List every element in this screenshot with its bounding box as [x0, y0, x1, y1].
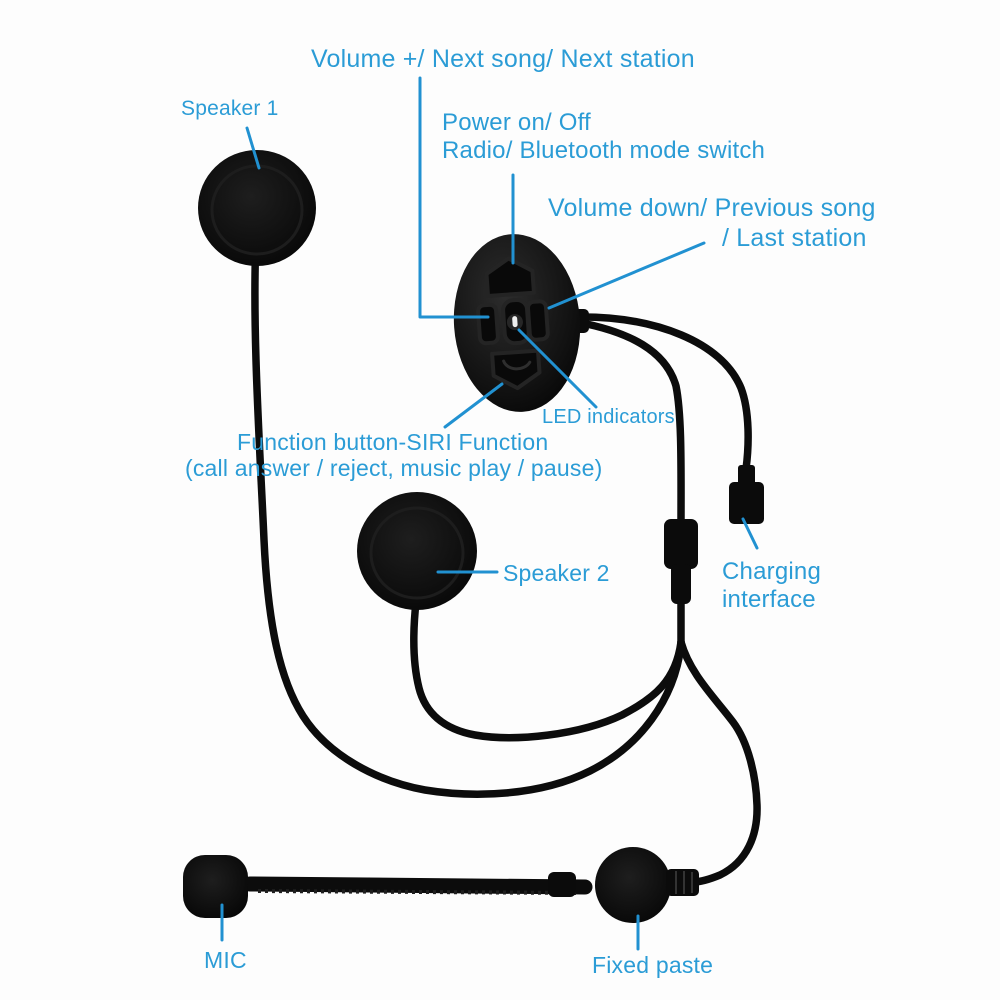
speaker-1-shape [198, 150, 316, 266]
charging-plug-neck [738, 465, 755, 485]
label-power: Power on/ Off Radio/ Bluetooth mode swit… [442, 109, 765, 165]
label-power-line1: Power on/ Off [442, 109, 591, 136]
boom-connector-ribs [675, 871, 693, 894]
control-unit [453, 234, 581, 412]
cable-to-boom [677, 638, 761, 886]
cable-to-speaker1 [251, 234, 685, 798]
charging-plug [729, 465, 764, 524]
boom-arm [242, 876, 593, 895]
cable-ferrule-stem [671, 564, 691, 604]
label-fixed-paste: Fixed paste [592, 952, 714, 978]
label-mic: MIC [204, 947, 247, 973]
label-led-indicators: LED indicators [542, 406, 675, 428]
charging-plug-body [729, 482, 764, 524]
speaker1-leader [245, 126, 261, 170]
cable-to-speaker2 [409, 598, 685, 742]
dpad-right-button [525, 299, 550, 342]
speaker-2-shape [357, 492, 477, 610]
boom-connector-nub [666, 869, 699, 896]
fixed-paste-disc [595, 847, 671, 923]
volume-down-leader [547, 241, 706, 310]
volume-up-leader [418, 76, 490, 319]
led-indicator-light [512, 316, 518, 328]
label-charging-line2: interface [722, 586, 816, 614]
label-power-line2: Radio/ Bluetooth mode switch [442, 137, 766, 165]
label-speaker-1: Speaker 1 [181, 97, 279, 120]
label-function-line2: (call answer / reject, music play / paus… [185, 455, 603, 481]
mic-boom-assembly [183, 847, 699, 923]
function-button-crescent [502, 359, 532, 371]
led-leader [517, 328, 598, 409]
mic-shape [183, 855, 248, 918]
leader-lines [220, 76, 759, 951]
cable-to-charger [573, 313, 752, 473]
boom-collar [548, 872, 576, 897]
label-function-line1: Function button-SIRI Function [237, 429, 549, 455]
function-leader [443, 382, 504, 429]
cable-ferrule [664, 519, 698, 569]
label-charging-line1: Charging [722, 558, 821, 585]
label-volume-down-line1: Volume down/ Previous song [548, 194, 876, 222]
cable-to-ferrule [573, 318, 685, 531]
label-volume-down-line2: / Last station [722, 224, 867, 252]
label-charging-interface: Charging interface [722, 558, 821, 614]
charging-leader [741, 517, 759, 550]
dpad-left-button [476, 302, 500, 346]
label-speaker-2: Speaker 2 [503, 560, 610, 586]
label-volume-up: Volume +/ Next song/ Next station [311, 45, 695, 73]
boom-arm-ribbing [257, 889, 581, 895]
volume-up-button [484, 256, 536, 298]
